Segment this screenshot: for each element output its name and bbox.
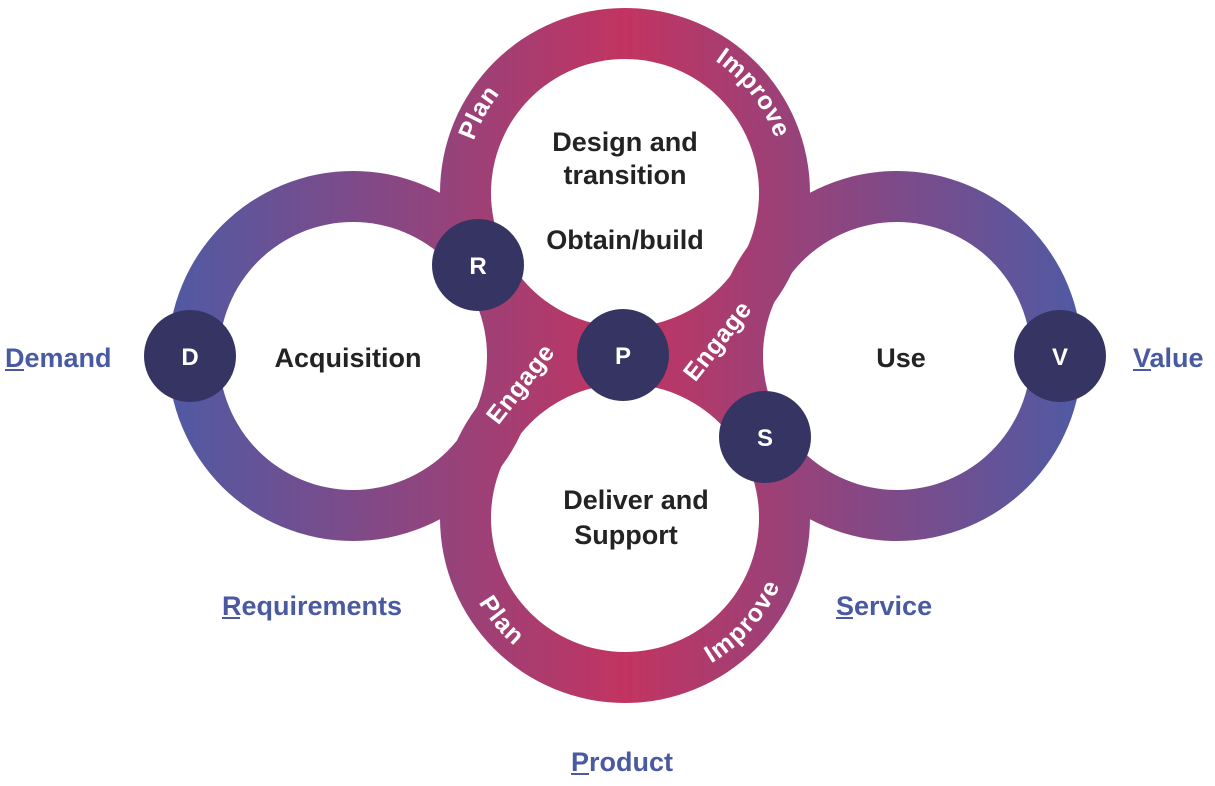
- node-r: R: [432, 219, 524, 311]
- node-v: V: [1014, 310, 1106, 402]
- acquisition-stage-label: Acquisition: [275, 343, 422, 373]
- node-d-letter: D: [181, 344, 198, 371]
- deliver-stage-label-line1: Deliver and: [563, 485, 709, 515]
- use-stage-label: Use: [876, 343, 926, 373]
- node-d: D: [144, 310, 236, 402]
- node-r-letter: R: [469, 253, 486, 280]
- node-s-letter: S: [757, 425, 773, 452]
- node-s-circle: [719, 391, 811, 483]
- requirements-label: Requirements: [222, 591, 402, 621]
- product-label: Product: [571, 747, 673, 777]
- node-v-letter: V: [1052, 344, 1068, 371]
- node-p: P: [577, 309, 669, 401]
- demand-label: Demand: [5, 343, 112, 373]
- obtain-build-label: Obtain/build: [546, 225, 703, 255]
- service-label: Service: [836, 591, 932, 621]
- node-p-letter: P: [615, 343, 631, 370]
- design-stage-label-line1: Design and: [552, 127, 698, 157]
- deliver-stage-label-line2: Support: [574, 520, 677, 550]
- node-p-circle: [577, 309, 669, 401]
- node-r-circle: [432, 219, 524, 311]
- value-label: Value: [1133, 343, 1204, 373]
- node-v-circle: [1014, 310, 1106, 402]
- design-stage-label-line2: transition: [563, 160, 686, 190]
- node-s: S: [719, 391, 811, 483]
- node-d-circle: [144, 310, 236, 402]
